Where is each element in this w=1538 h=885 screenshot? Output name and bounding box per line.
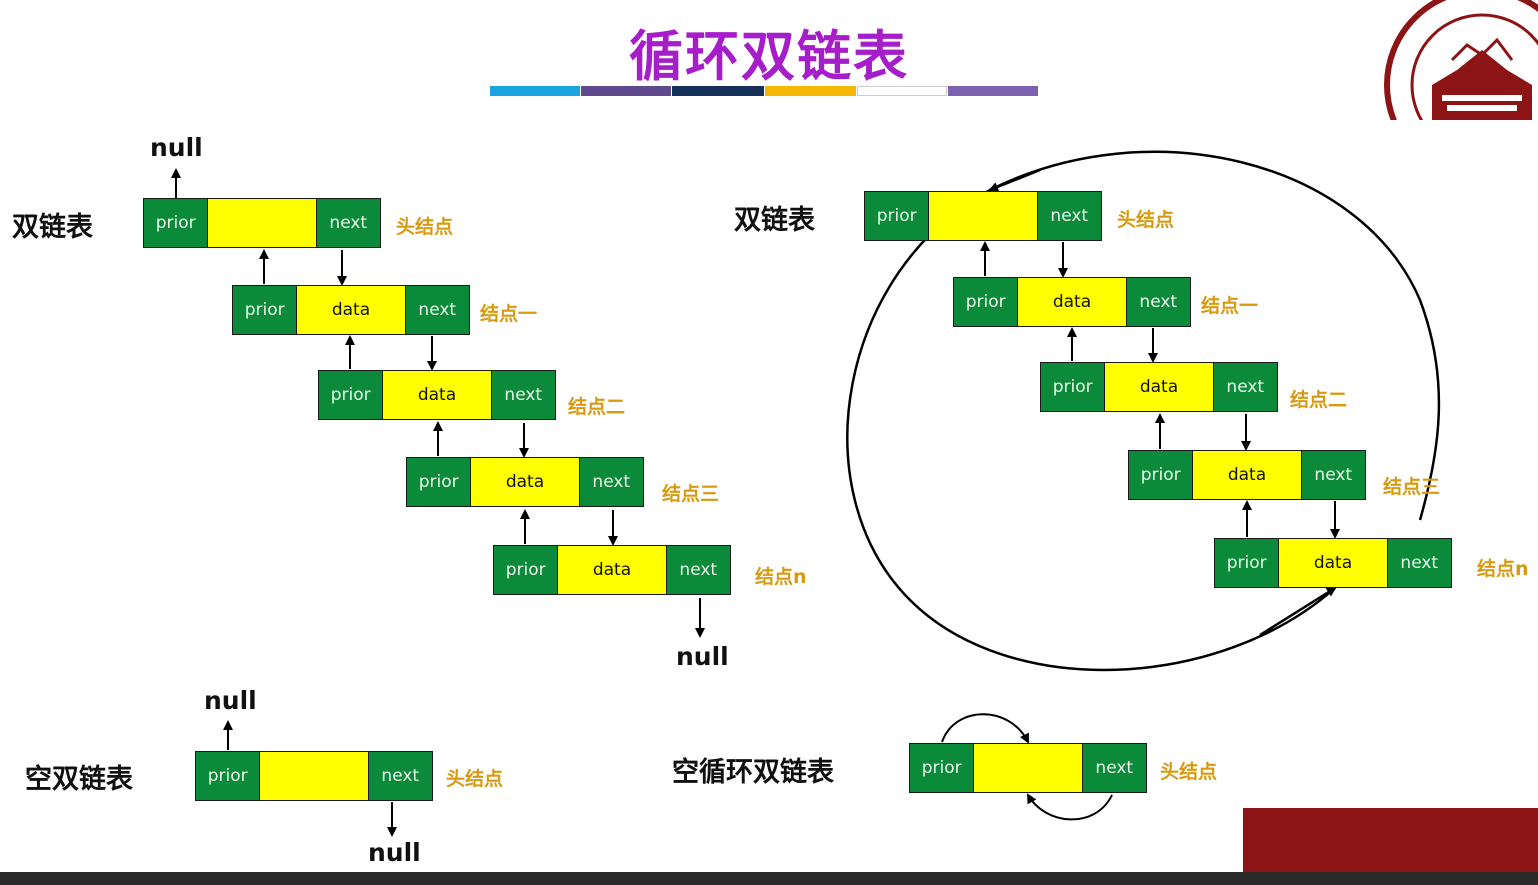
circ-node-1: prior data next — [953, 277, 1191, 327]
next-cell: next — [579, 458, 643, 506]
double-list-label-right: 双链表 — [734, 205, 815, 236]
color-bar-5 — [857, 86, 947, 96]
decorative-red-block — [1243, 808, 1538, 872]
node-2: prior data next — [318, 370, 556, 420]
empty-head-label: 头结点 — [446, 768, 504, 790]
prior-cell: prior — [1041, 363, 1105, 411]
null-text: null — [676, 642, 729, 671]
node-1-label: 结点一 — [480, 303, 538, 325]
head-node-label: 头结点 — [396, 216, 454, 238]
next-cell: next — [1213, 363, 1277, 411]
prior-cell: prior — [1129, 451, 1193, 499]
next-cell: next — [1301, 451, 1365, 499]
data-cell: data — [1278, 539, 1388, 587]
prior-cell: prior — [196, 752, 260, 800]
empty-circ-head-node: prior next — [909, 743, 1147, 793]
color-bar-6 — [948, 86, 1038, 96]
next-cell: next — [1126, 278, 1190, 326]
empty-circular-list-label: 空循环双链表 — [672, 757, 834, 788]
data-cell: data — [382, 371, 492, 419]
next-cell: next — [1037, 192, 1101, 240]
node-2-label: 结点二 — [568, 396, 626, 418]
color-bar-4 — [765, 86, 856, 96]
data-cell: data — [1104, 363, 1214, 411]
circular-link-arrow — [988, 168, 1041, 192]
prior-cell: prior — [494, 546, 558, 594]
next-cell: next — [405, 286, 469, 334]
node-n: prior data next — [493, 545, 731, 595]
circ-node-1-label: 结点一 — [1201, 295, 1259, 317]
double-list-label: 双链表 — [12, 212, 93, 243]
self-loop-arrow — [1027, 793, 1113, 821]
prior-cell: prior — [407, 458, 471, 506]
university-seal-icon — [1384, 0, 1538, 120]
prior-cell: prior — [910, 744, 974, 792]
data-cell: data — [296, 286, 406, 334]
circ-node-3-label: 结点三 — [1383, 476, 1441, 498]
circ-head-node: prior next — [864, 191, 1102, 241]
data-cell: data — [1017, 278, 1127, 326]
data-cell: data — [1192, 451, 1302, 499]
next-cell: next — [666, 546, 730, 594]
self-loop-arrow — [941, 713, 1029, 744]
next-cell: next — [368, 752, 432, 800]
node-3: prior data next — [406, 457, 644, 507]
color-bar-3 — [672, 86, 764, 96]
null-text: null — [204, 686, 257, 715]
node-n-label: 结点n — [755, 566, 807, 588]
color-bar-1 — [490, 86, 580, 96]
data-cell — [207, 199, 317, 247]
circ-node-3: prior data next — [1128, 450, 1366, 500]
node-1: prior data next — [232, 285, 470, 335]
null-text: null — [150, 133, 203, 162]
prior-cell: prior — [954, 278, 1018, 326]
empty-circ-head-label: 头结点 — [1160, 761, 1218, 783]
prior-cell: prior — [865, 192, 929, 240]
next-cell: next — [1387, 539, 1451, 587]
circ-node-n: prior data next — [1214, 538, 1452, 588]
circ-node-2-label: 结点二 — [1290, 389, 1348, 411]
null-text: null — [368, 838, 421, 867]
prior-cell: prior — [1215, 539, 1279, 587]
node-3-label: 结点三 — [662, 483, 720, 505]
data-cell: data — [557, 546, 667, 594]
color-bar-2 — [581, 86, 671, 96]
circ-head-label: 头结点 — [1117, 209, 1175, 231]
slide-title: 循环双链表 — [629, 25, 909, 88]
next-cell: next — [1082, 744, 1146, 792]
circ-node-n-label: 结点n — [1477, 558, 1529, 580]
next-cell: next — [316, 199, 380, 247]
data-cell — [973, 744, 1083, 792]
head-node: prior next — [143, 198, 381, 248]
data-cell: data — [470, 458, 580, 506]
data-cell — [928, 192, 1038, 240]
prior-cell: prior — [144, 199, 208, 247]
next-cell: next — [491, 371, 555, 419]
prior-cell: prior — [319, 371, 383, 419]
bottom-bar — [0, 872, 1538, 885]
empty-double-list-label: 空双链表 — [25, 764, 133, 795]
circular-link-arrow — [1259, 586, 1337, 637]
empty-head-node: prior next — [195, 751, 433, 801]
circ-node-2: prior data next — [1040, 362, 1278, 412]
data-cell — [259, 752, 369, 800]
prior-cell: prior — [233, 286, 297, 334]
